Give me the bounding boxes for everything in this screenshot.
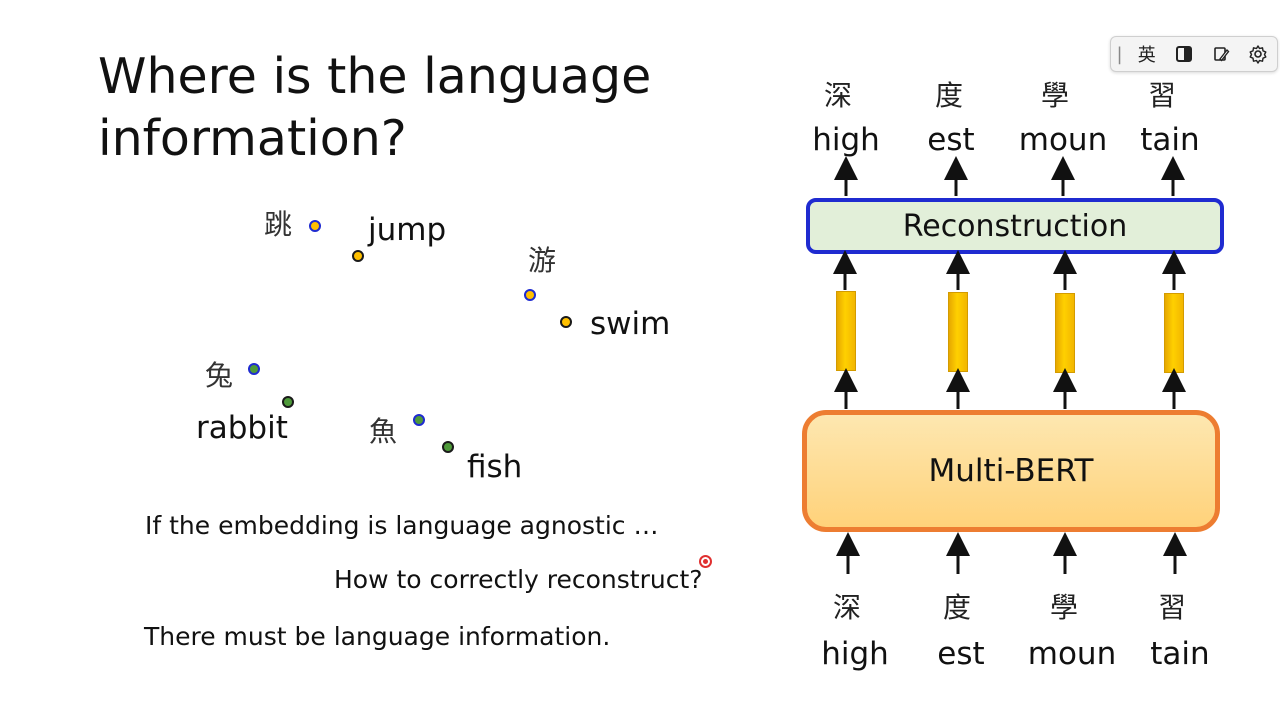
language-toggle-button[interactable]: 英 [1137,45,1156,66]
word-jump-en: jump [368,212,447,248]
output-token-en-1: high [812,122,880,158]
point-fish-zh [413,414,425,426]
toolbar-separator: | [1116,43,1123,65]
text-language-agnostic: If the embedding is language agnostic … [145,511,659,540]
output-token-en-3: moun [1018,122,1108,158]
multi-bert-block: Multi-BERT [802,410,1220,532]
slide-title: Where is the language information? [98,48,652,167]
text-how-to-reconstruct: How to correctly reconstruct? [334,565,703,594]
pen-icon[interactable] [1206,40,1236,68]
input-token-en-4: tain [1150,636,1210,672]
word-swim-zh: 游 [528,244,557,277]
text-must-be-language-info: There must be language information. [144,622,611,651]
output-token-zh-2: 度 [934,79,963,112]
output-token-zh-1: 深 [823,79,852,112]
word-rabbit-en: rabbit [196,410,288,446]
input-token-zh-1: 深 [832,591,861,624]
word-jump-zh: 跳 [264,208,293,241]
output-token-zh-3: 學 [1040,79,1069,112]
point-rabbit-zh [248,363,260,375]
word-fish-en: fish [467,449,523,485]
point-swim-zh [524,289,536,301]
laser-pointer-cursor [699,555,712,568]
word-rabbit-zh: 兔 [205,359,234,392]
output-token-en-2: est [927,122,975,158]
point-swim-en [560,316,572,328]
point-jump-en [352,250,364,262]
input-token-zh-3: 學 [1049,591,1078,624]
half-width-icon[interactable] [1169,40,1199,68]
input-token-en-1: high [821,636,889,672]
word-swim-en: swim [590,306,671,342]
reconstruction-block: Reconstruction [806,198,1224,254]
input-token-zh-2: 度 [942,591,971,624]
output-token-zh-4: 習 [1147,79,1176,112]
point-rabbit-en [282,396,294,408]
settings-gear-icon[interactable] [1243,40,1273,68]
word-fish-zh: 魚 [369,415,398,448]
output-token-en-4: tain [1140,122,1200,158]
input-token-en-2: est [937,636,985,672]
ime-toolbar: | 英 [1110,36,1278,72]
point-fish-en [442,441,454,453]
input-token-en-3: moun [1027,636,1117,672]
input-token-zh-4: 習 [1157,591,1186,624]
point-jump-zh [309,220,321,232]
